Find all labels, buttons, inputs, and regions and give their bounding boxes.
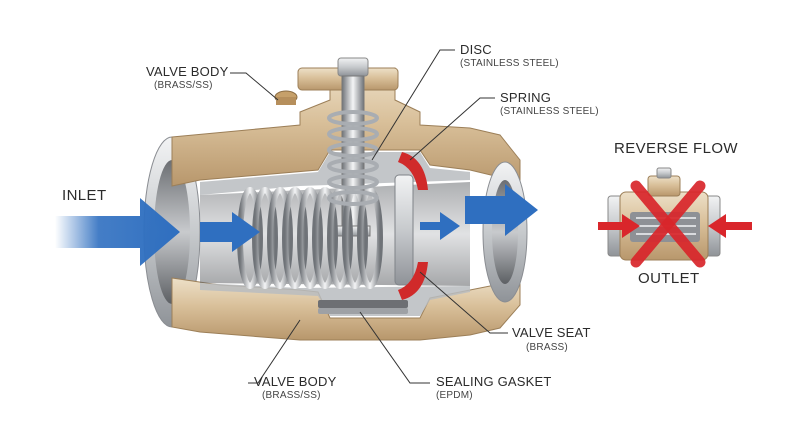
spring-coils	[237, 187, 383, 289]
label-spring: SPRING	[500, 90, 552, 105]
spring-coil	[267, 187, 293, 289]
reverse-arrow-left	[598, 214, 640, 238]
outlet-flow-arrow	[465, 184, 538, 236]
spring-coil	[357, 187, 383, 289]
reverse-arrow-right	[708, 214, 752, 238]
leader-sealing-gasket	[359, 311, 430, 384]
label-valve-seat: VALVE SEAT	[512, 325, 591, 340]
stem-spring-coil	[327, 158, 379, 174]
mid-flow-arrow	[420, 212, 460, 240]
label-valve-body-top-material: (BRASS/SS)	[154, 80, 213, 91]
leader-spring	[409, 97, 495, 161]
cross-icon	[630, 180, 706, 268]
leader-valve-body-top	[230, 72, 279, 101]
label-valve-seat-material: (BRASS)	[526, 342, 568, 353]
label-valve-body-bottom-material: (BRASS/SS)	[262, 390, 321, 401]
label-outlet: OUTLET	[638, 270, 700, 287]
stem-spring-coil	[327, 110, 379, 126]
label-disc-material: (STAINLESS STEEL)	[460, 58, 559, 69]
sealing-gasket	[318, 300, 408, 314]
label-valve-body-bottom: VALVE BODY	[254, 374, 337, 389]
label-valve-body-top: VALVE BODY	[146, 64, 229, 79]
inlet-flow-arrow	[55, 198, 180, 266]
spring-coil	[342, 187, 368, 289]
label-sealing-gasket-material: (EPDM)	[436, 390, 473, 401]
spring-coil	[327, 187, 353, 289]
label-spring-material: (STAINLESS STEEL)	[500, 106, 599, 117]
valve-seat-seal	[398, 152, 428, 300]
label-reverse-flow: REVERSE FLOW	[614, 140, 738, 157]
leader-disc	[371, 49, 455, 161]
stem-spring-coil	[327, 142, 379, 158]
spring-coil	[252, 187, 278, 289]
valve-disc	[394, 174, 414, 286]
label-disc: DISC	[460, 42, 492, 57]
stem-spring-coil	[327, 126, 379, 142]
label-inlet: INLET	[62, 187, 107, 204]
stem-spring-coil	[327, 190, 379, 206]
spring-coil	[312, 187, 338, 289]
label-sealing-gasket: SEALING GASKET	[436, 374, 552, 389]
spring-coil	[282, 187, 308, 289]
stem-spring	[327, 110, 379, 206]
leader-lines	[230, 49, 508, 384]
internal-flow-arrow	[200, 212, 260, 252]
stem-spring-coil	[327, 174, 379, 190]
leader-valve-seat	[419, 271, 508, 334]
leader-valve-body-bottom	[248, 319, 301, 384]
spring-coil	[297, 187, 323, 289]
